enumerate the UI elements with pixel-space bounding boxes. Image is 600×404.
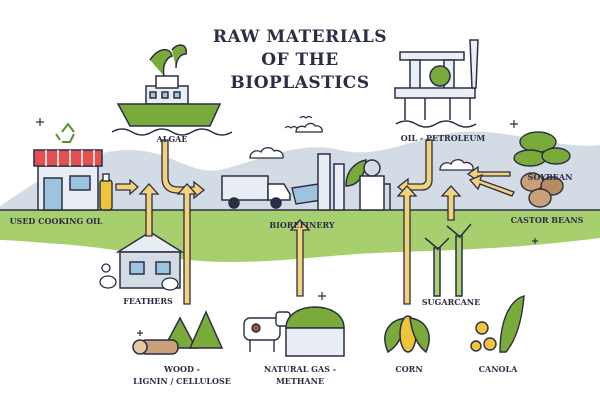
label-corn: CORN [395, 364, 423, 374]
birds-icon [284, 115, 313, 129]
sugarcane-icon [424, 223, 472, 297]
wood-trees-icon [132, 310, 224, 355]
arrow-cooking-oil [115, 178, 139, 196]
label-biorefinery: BIOREFINERY [269, 220, 335, 230]
arrow-sugarcane [440, 185, 462, 221]
label-oil-petroleum: OIL - PETROLEUM [400, 133, 486, 143]
corn-icon [384, 315, 430, 354]
truck-icon [221, 175, 291, 209]
shop-icon [33, 149, 103, 211]
arrow-algae [161, 139, 206, 200]
refinery-plant-icon [317, 153, 391, 211]
soybean-icon [513, 131, 571, 167]
label-gas-line1: NATURAL GAS - [263, 364, 337, 374]
arrow-gas [289, 219, 311, 297]
label-wood-line2: LIGNIN / CELLULOSE [133, 376, 231, 386]
cow-icon [243, 311, 291, 352]
arrow-castor [468, 173, 515, 197]
label-feathers: FEATHERS [123, 296, 173, 306]
oil-bottle-icon [99, 173, 113, 211]
cloud-icon [249, 122, 474, 171]
biogas-dome-icon [285, 306, 345, 357]
algae-boat-icon [111, 44, 233, 136]
label-sugarcane: SUGARCANE [421, 297, 481, 307]
label-wood-line1: WOOD - [164, 364, 200, 374]
arrow-corn [396, 185, 418, 305]
oil-platform-icon [394, 39, 479, 128]
title-line-3: BIOPLASTICS [230, 73, 370, 93]
label-used-cooking-oil: USED COOKING OIL [9, 216, 103, 226]
label-soybean: SOYBEAN [527, 172, 573, 182]
flow-arrows [115, 139, 515, 305]
sparkle-icon [36, 118, 538, 336]
arrow-feathers [138, 183, 160, 237]
canola-icon [470, 295, 525, 353]
label-algae: ALGAE [156, 134, 188, 144]
label-gas-line2: METHANE [275, 376, 325, 386]
castor-beans-icon [520, 172, 564, 208]
label-canola: CANOLA [478, 364, 518, 374]
arrow-wood [176, 183, 198, 305]
arrow-oil [396, 139, 433, 197]
label-castor-beans: CASTOR BEANS [510, 215, 584, 225]
title-line-1: RAW MATERIALS [212, 27, 388, 47]
chicken-icon [99, 263, 179, 291]
title-line-2: OF THE [261, 50, 339, 70]
recycle-icon [55, 122, 75, 143]
